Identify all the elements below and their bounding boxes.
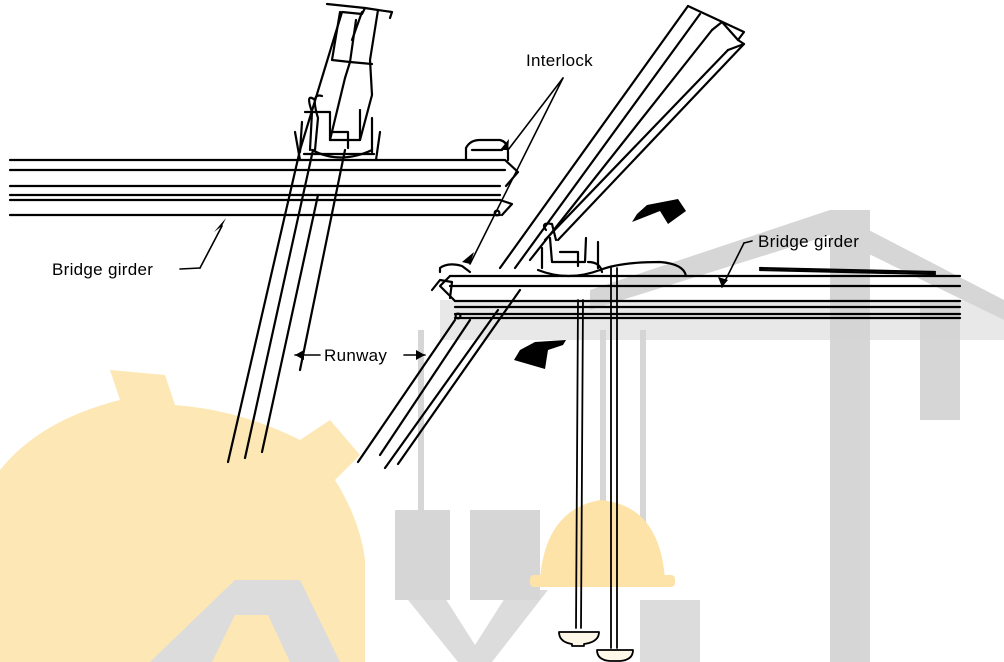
label-bridge-girder-left: Bridge girder: [52, 260, 154, 279]
pendant-control: [575, 267, 618, 649]
right-bridge-girder: [438, 266, 962, 320]
watermark-crane-icon: [395, 210, 1004, 662]
right-runway-beam: [498, 4, 746, 270]
direction-arrow-icon: [514, 199, 686, 369]
watermark-hard-hat-icon: [530, 500, 675, 587]
right-runway-rails: [356, 288, 522, 470]
label-bridge-girder-right: Bridge girder: [758, 232, 860, 251]
left-bridge-girder: [8, 158, 520, 217]
label-runway: Runway: [324, 346, 388, 365]
left-runway-rails: [226, 148, 347, 464]
watermark-letters: [150, 580, 700, 662]
left-runway-beam: [298, 2, 394, 152]
pendant-handle-right-icon: [596, 649, 634, 662]
right-end-truck: [536, 222, 604, 278]
leader-arrowheads: [214, 139, 728, 360]
pendant-handle-left-icon: [558, 631, 600, 647]
label-interlock: Interlock: [526, 51, 593, 70]
left-end-truck: [293, 94, 382, 162]
watermark-logo: [0, 210, 1004, 662]
